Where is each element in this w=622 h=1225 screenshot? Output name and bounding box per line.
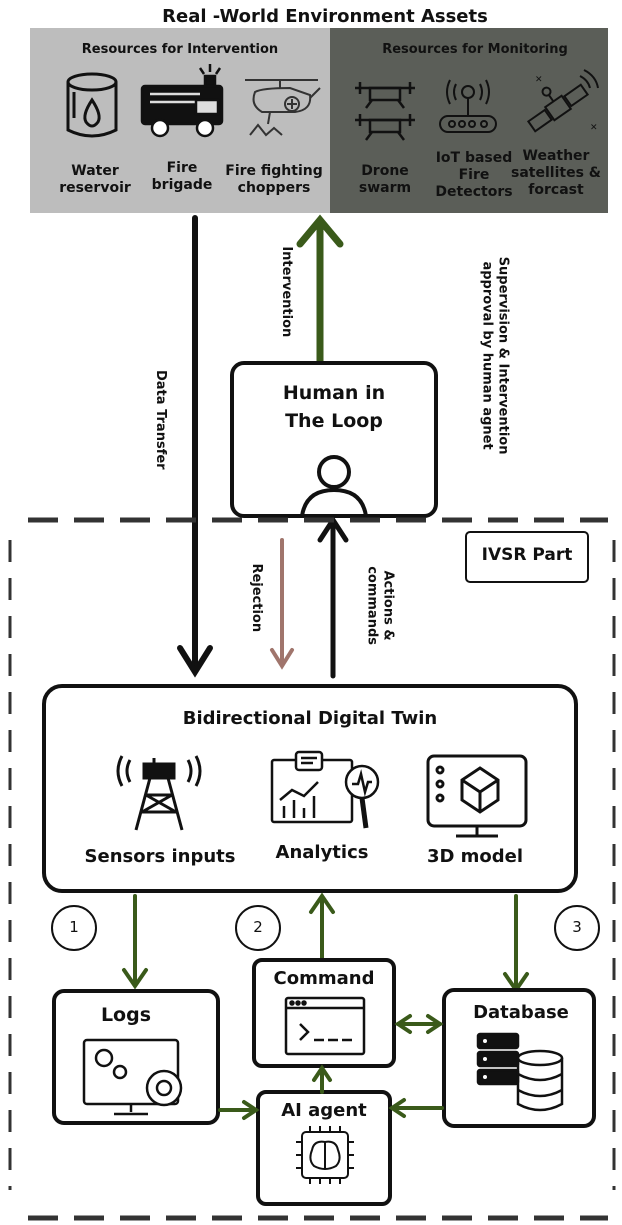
- rejection-arrow: [270, 538, 294, 670]
- command-label: Command: [273, 968, 375, 989]
- database-label: Database: [473, 1002, 569, 1023]
- database-icon: [476, 1032, 564, 1112]
- step-1-circle: [51, 905, 97, 951]
- 3d-model-label: 3D model: [426, 846, 524, 867]
- fire-choppers-label: Fire fighting choppers: [225, 163, 323, 196]
- data-transfer-arrow: [177, 215, 213, 678]
- fire-brigade-label: Fire brigade: [151, 160, 213, 193]
- intervention-group-label: Resources for Intervention: [81, 42, 279, 57]
- actions-commands-label: Actions & commands: [365, 566, 396, 645]
- command-database-arrow: [394, 1014, 444, 1034]
- ai-brain-chip-icon: [296, 1126, 354, 1184]
- helicopter-icon: [245, 79, 321, 137]
- page-title: Real -World Environment Assets: [162, 6, 488, 27]
- rejection-label: Rejection: [248, 563, 264, 633]
- database-to-ai-arrow: [388, 1098, 444, 1118]
- sensor-tower-icon: [116, 755, 202, 831]
- twin-to-database-arrow: [503, 894, 529, 994]
- command-box: [252, 958, 396, 1068]
- 3d-model-icon: [426, 754, 528, 838]
- drone-swarm-icon: [355, 82, 415, 141]
- iot-detector-icon: [439, 79, 497, 133]
- step-3-circle: [554, 905, 600, 951]
- logs-label: Logs: [100, 1004, 152, 1026]
- water-reservoir-icon: [66, 72, 118, 138]
- iot-detectors-label: IoT based Fire Detectors: [435, 150, 513, 200]
- svg-text:✕: ✕: [535, 75, 543, 85]
- step-3-number: 3: [572, 918, 582, 936]
- actions-arrow: [317, 515, 349, 679]
- data-transfer-label: Data Transfer: [152, 370, 168, 470]
- sensors-inputs-label: Sensors inputs: [84, 846, 236, 867]
- step-2-number: 2: [253, 918, 263, 936]
- weather-satellites-label: Weather satellites & forcast: [511, 148, 601, 198]
- ai-agent-label: AI agent: [281, 1100, 367, 1121]
- command-to-twin-arrow: [309, 892, 335, 960]
- step-1-number: 1: [69, 918, 79, 936]
- twin-to-logs-arrow: [122, 894, 148, 990]
- ivsr-label-box: [465, 531, 589, 583]
- digital-twin-title: Bidirectional Digital Twin: [182, 708, 438, 729]
- supervision-label: Supervision & Intervention approval by h…: [480, 256, 511, 455]
- user-icon: [300, 455, 368, 517]
- intervention-arrow: [296, 214, 344, 366]
- intervention-label: Intervention: [278, 246, 294, 338]
- human-in-loop-title: Human in The Loop: [282, 382, 386, 432]
- ivsr-label: IVSR Part: [481, 545, 573, 565]
- step-2-circle: [235, 905, 281, 951]
- terminal-icon: [284, 996, 366, 1056]
- svg-text:✕: ✕: [590, 123, 598, 133]
- satellite-icon: ✕ ✕: [526, 69, 599, 133]
- fire-truck-icon: [140, 64, 224, 138]
- logs-to-ai-arrow: [218, 1100, 260, 1120]
- water-reservoir-label: Water reservoir: [59, 163, 131, 196]
- logs-monitor-icon: [82, 1038, 183, 1116]
- ai-to-command-arrow: [312, 1064, 332, 1094]
- analytics-icon: [270, 750, 380, 829]
- human-in-loop-box: [230, 361, 438, 518]
- drone-swarm-label: Drone swarm: [358, 163, 412, 196]
- analytics-label: Analytics: [275, 842, 369, 863]
- monitoring-group-label: Resources for Monitoring: [382, 42, 568, 57]
